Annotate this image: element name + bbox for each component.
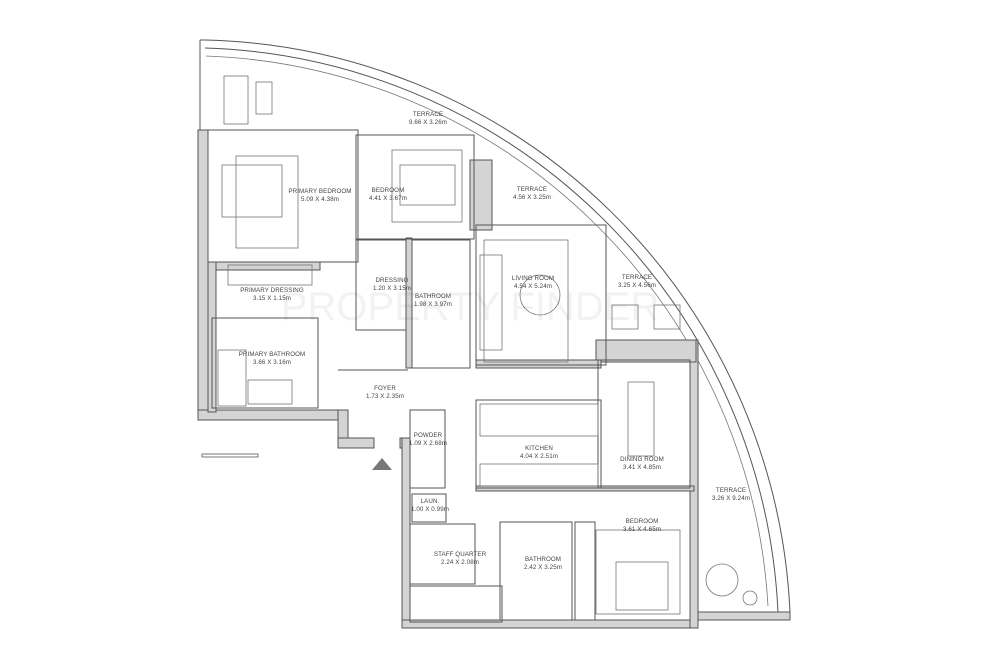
terrace-round-chair [705, 563, 739, 597]
room-name: KITCHEN [525, 445, 553, 452]
room-size: 9.66 X 3.26m [409, 119, 447, 126]
room-size: 5.09 X 4.38m [301, 196, 339, 203]
room-name: LAUN. [421, 498, 440, 505]
room-size: 3.26 X 9.24m [712, 495, 750, 502]
watermark: PROPERTY FINDER [281, 285, 660, 329]
shower [217, 349, 247, 407]
room-name: PRIMARY BATHROOM [239, 351, 306, 358]
terrace-lounger [223, 75, 249, 125]
room-size: 1.09 X 2.68m [409, 440, 447, 447]
room-size: 1.00 X 0.99m [411, 506, 449, 513]
facade-arc [199, 39, 791, 613]
bedroom-bed-2 [615, 561, 669, 611]
room-name: POWDER [414, 432, 443, 439]
wardrobe [227, 264, 313, 286]
living-rug [483, 239, 569, 363]
room-size: 4.54 X 5.24m [514, 283, 552, 290]
bedroom-rug [391, 149, 463, 223]
bedroom-rug-2 [595, 529, 681, 615]
room-size: 3.41 X 4.85m [623, 464, 661, 471]
dining-table [627, 381, 655, 457]
room-name: BATHROOM [415, 293, 451, 300]
room-size: 4.41 X 3.67m [369, 195, 407, 202]
room-size: 1.73 X 2.35m [366, 393, 404, 400]
entrance-marker [372, 458, 392, 470]
room-size: 4.56 X 3.25m [513, 194, 551, 201]
partitions [207, 129, 691, 623]
room-name: BEDROOM [626, 518, 659, 525]
room-name: LIVING ROOM [512, 275, 554, 282]
furniture [217, 75, 758, 615]
sofa [479, 254, 503, 351]
primary-bed [221, 164, 283, 218]
room-size: 3.25 X 4.56m [618, 282, 656, 289]
room-size: 1.98 X 3.97m [414, 301, 452, 308]
bedroom-bed [399, 164, 456, 206]
room-name: PRIMARY DRESSING [240, 287, 304, 294]
room-name: DRESSING [375, 277, 408, 284]
room-size: 1.20 X 3.15m [373, 285, 411, 292]
room-name: TERRACE [622, 274, 652, 281]
room-name: PRIMARY BEDROOM [288, 188, 351, 195]
room-size: 2.42 X 3.25m [524, 564, 562, 571]
walls [197, 129, 791, 629]
room-name: BATHROOM [525, 556, 561, 563]
bathtub [247, 379, 293, 405]
room-name: FOYER [374, 385, 396, 392]
kitchen-island [479, 403, 599, 437]
terrace-chair [611, 304, 639, 330]
kitchen-counter [479, 463, 599, 487]
room-name: BEDROOM [372, 187, 405, 194]
scale-bar [201, 453, 259, 458]
room-name: TERRACE [716, 487, 746, 494]
room-name: TERRACE [413, 111, 443, 118]
room-size: 3.61 X 4.65m [623, 526, 661, 533]
room-size: 3.15 X 1.15m [253, 295, 291, 302]
room-size: 4.04 X 2.51m [520, 453, 558, 460]
room-name: STAFF QUARTER [434, 551, 487, 558]
svg-text:LAUN.1.00 X 0.99m: LAUN.1.00 X 0.99m [411, 498, 449, 513]
room-size: 2.24 X 2.08m [441, 559, 479, 566]
room-name: TERRACE [517, 186, 547, 193]
room-size: 3.66 X 3.16m [253, 359, 291, 366]
room-name: DINING ROOM [620, 456, 664, 463]
primary-bed-rug [235, 155, 299, 249]
coffee-table [519, 274, 561, 316]
